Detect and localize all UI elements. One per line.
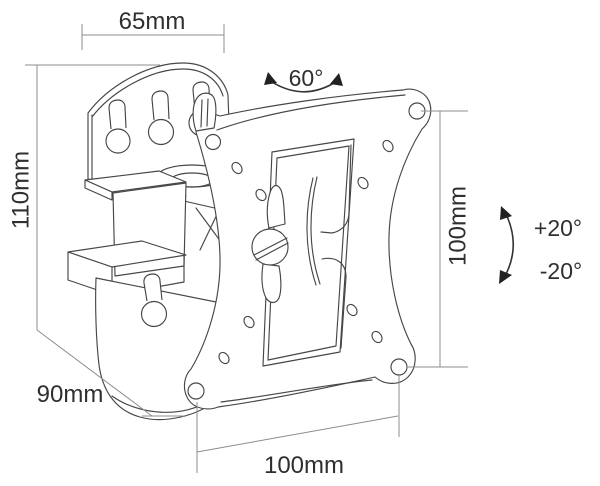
dim-label-vesa-width: 100mm bbox=[264, 452, 344, 479]
tilt-arrowhead-up bbox=[500, 206, 512, 220]
knob-lower-link bbox=[261, 263, 282, 304]
tilt-arrowhead-down bbox=[499, 270, 512, 284]
clamp-top-flange-lip bbox=[84, 179, 113, 201]
keyhole-slot-hole bbox=[140, 300, 168, 328]
tilt-arrow bbox=[499, 206, 515, 284]
pivot-knob bbox=[251, 184, 289, 304]
adapter-hole bbox=[371, 330, 383, 344]
adapter-hole bbox=[218, 351, 230, 365]
recess-upper-window bbox=[320, 144, 352, 234]
dimension-labels: 65mm 110mm 90mm 100mm 100mm 60° +20° -20… bbox=[8, 8, 583, 479]
dim-label-vesa-height: 100mm bbox=[445, 186, 472, 266]
dim-100mm-right-line bbox=[408, 110, 468, 368]
wall-plate-arch-inner-edge bbox=[91, 68, 224, 118]
dimension-lines bbox=[25, 24, 468, 473]
keyhole-slot-stem bbox=[151, 90, 170, 121]
dim-label-mount-depth: 90mm bbox=[37, 381, 104, 408]
adapter-hole bbox=[382, 139, 394, 153]
adapter-hole bbox=[231, 161, 243, 175]
adapter-hole bbox=[243, 315, 255, 329]
adapter-hole bbox=[357, 176, 369, 190]
dim-label-wall-plate-width: 65mm bbox=[119, 8, 186, 35]
angle-label-swivel: 60° bbox=[289, 65, 324, 91]
vesa-plate-top-thickness bbox=[216, 94, 406, 131]
dim-100mm-bottom-line bbox=[196, 375, 400, 473]
vesa-hole-bottom-right bbox=[390, 358, 408, 376]
dim-label-mount-height: 110mm bbox=[8, 151, 35, 229]
recess-center-channel bbox=[306, 176, 321, 286]
dim-110mm-line bbox=[25, 64, 160, 330]
keyhole-slot-stem bbox=[143, 273, 163, 302]
knob-upper-link bbox=[266, 184, 286, 229]
angle-label-tilt-down: -20° bbox=[540, 258, 582, 284]
vesa-hole-bottom-left bbox=[187, 382, 205, 400]
dim-65mm-line bbox=[81, 24, 225, 53]
adapter-hole bbox=[346, 303, 358, 317]
keyhole-slot-hole bbox=[147, 118, 175, 146]
tilt-arc bbox=[504, 213, 515, 277]
vesa-plate-bottom-thickness bbox=[220, 379, 373, 403]
small-adapter-holes bbox=[218, 139, 394, 365]
swivel-arrowhead-left bbox=[264, 72, 277, 85]
keyhole-slot-stem bbox=[108, 99, 127, 130]
pivot-tab bbox=[192, 92, 217, 132]
pivot-tab-slot bbox=[200, 98, 209, 128]
swivel-arc bbox=[271, 81, 335, 93]
recess-lower-window bbox=[321, 257, 347, 349]
keyhole-slot-hole bbox=[105, 128, 131, 154]
vesa-plate bbox=[183, 88, 432, 410]
angle-label-tilt-up: +20° bbox=[534, 215, 582, 241]
knob-screw-slot bbox=[253, 237, 289, 261]
dim-90mm-line bbox=[36, 329, 184, 417]
swivel-arrowhead-right bbox=[330, 73, 343, 86]
vesa-hole-top-left bbox=[204, 133, 222, 151]
adapter-hole bbox=[255, 188, 267, 202]
swivel-arrow bbox=[264, 72, 343, 93]
